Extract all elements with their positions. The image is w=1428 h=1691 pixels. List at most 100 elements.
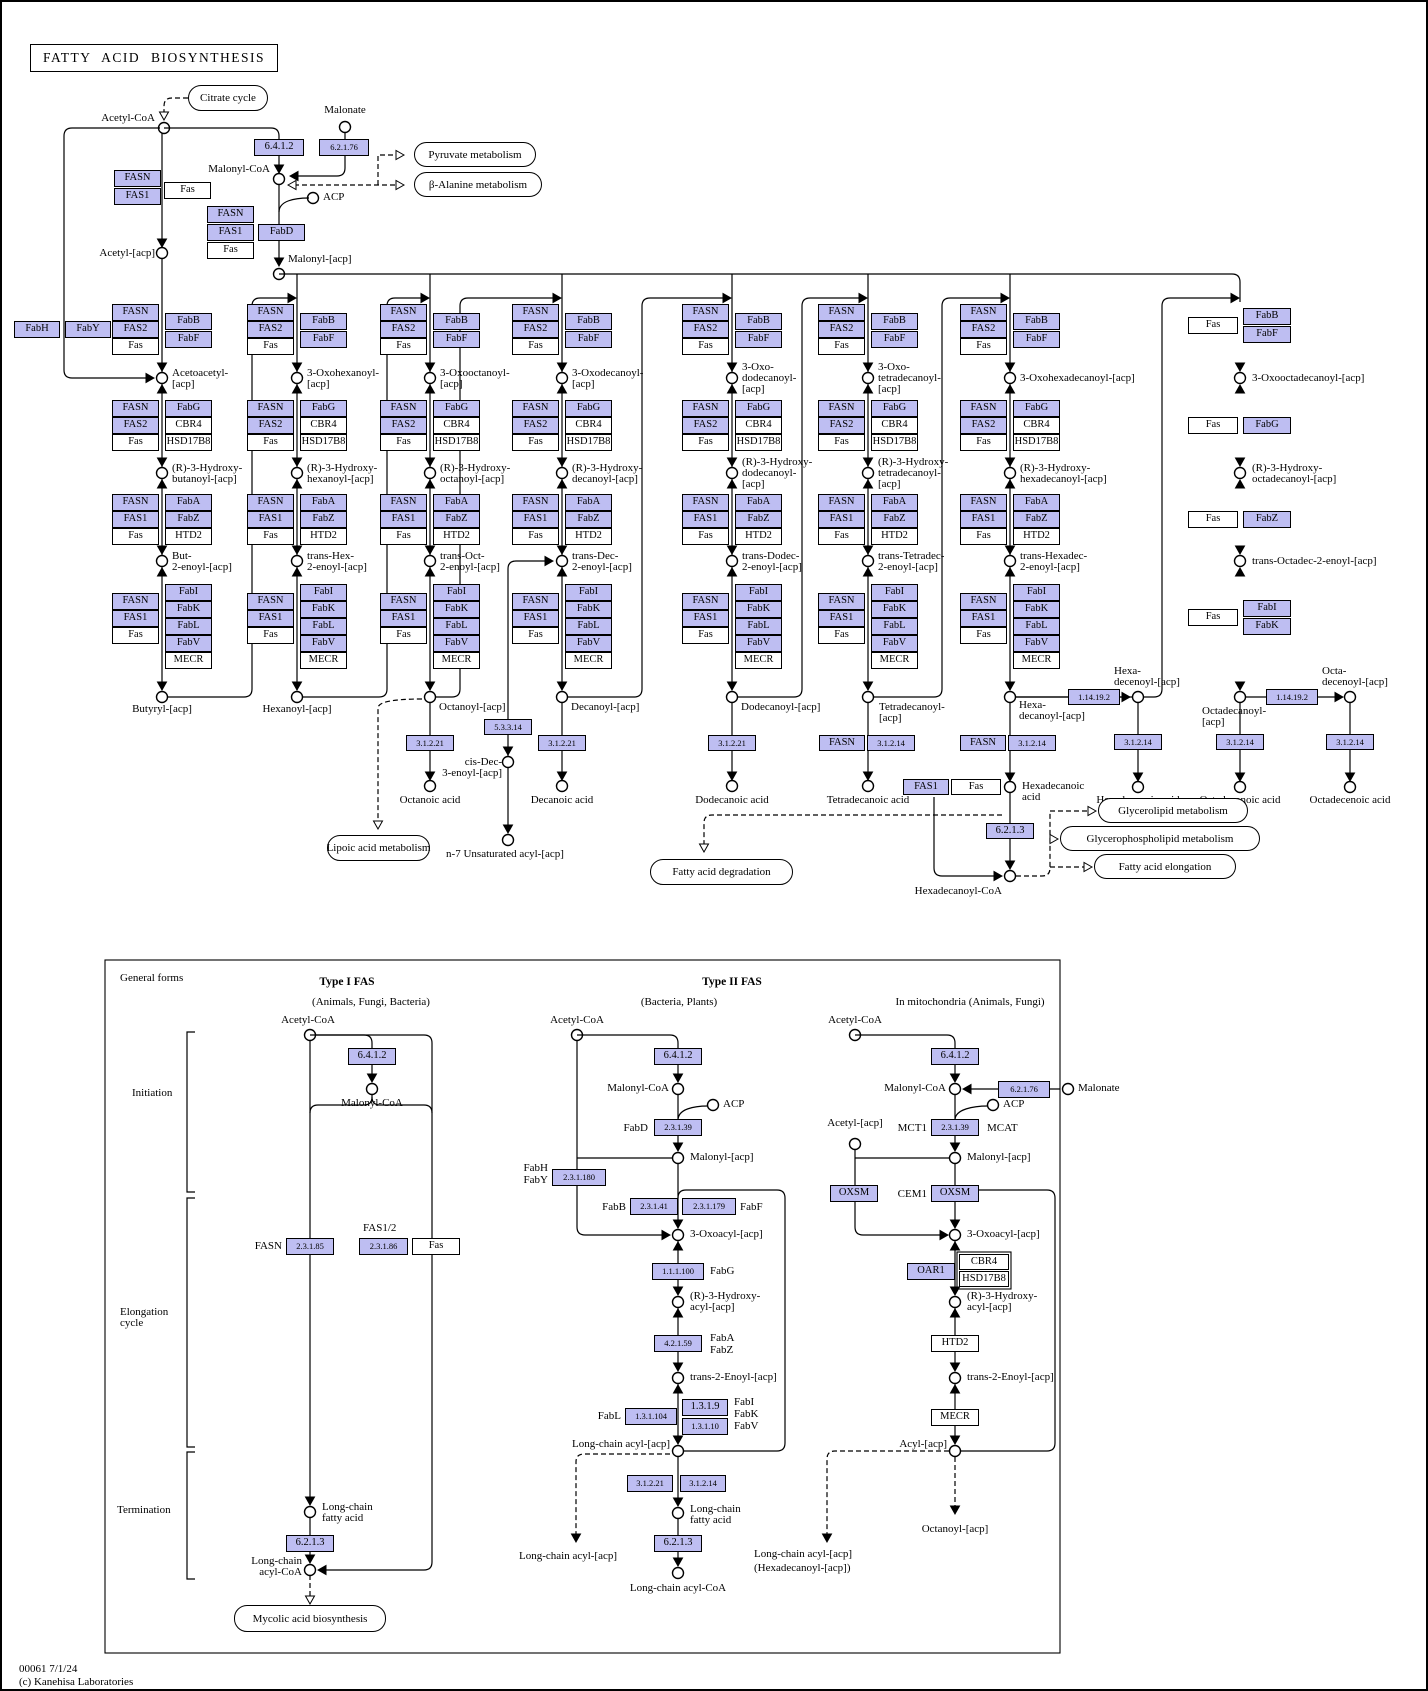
enzyme-box-hsd17b8[interactable]: HSD17B8 [735, 434, 782, 451]
enzyme-box-3-1-2-14[interactable]: 3.1.2.14 [1114, 734, 1162, 750]
enzyme-box-2-3-1-39[interactable]: 2.3.1.39 [931, 1119, 979, 1136]
enzyme-box-fabv[interactable]: FabV [165, 635, 212, 652]
pathway-link-lipoic-acid-metabolism[interactable]: Lipoic acid metabolism [327, 835, 430, 861]
enzyme-box-fas[interactable]: Fas [818, 338, 865, 355]
enzyme-box-fasn[interactable]: FASN [512, 494, 559, 511]
enzyme-box-fas[interactable]: Fas [412, 1238, 460, 1255]
enzyme-box-fasn[interactable]: FASN [818, 400, 865, 417]
enzyme-box-fabz[interactable]: FabZ [165, 511, 212, 528]
enzyme-box-fas[interactable]: Fas [512, 528, 559, 545]
enzyme-box-fabi[interactable]: FabI [735, 584, 782, 601]
compound-node[interactable] [671, 1444, 685, 1458]
compound-node[interactable] [1343, 780, 1357, 794]
compound-node[interactable] [986, 1098, 1000, 1112]
compound-node[interactable] [1343, 690, 1357, 704]
enzyme-box-fas[interactable]: Fas [512, 338, 559, 355]
enzyme-box-fas1[interactable]: FAS1 [112, 511, 159, 528]
enzyme-box-fabz[interactable]: FabZ [1243, 511, 1291, 528]
compound-node[interactable] [948, 1444, 962, 1458]
enzyme-box-fasn[interactable]: FASN [512, 400, 559, 417]
enzyme-box-fas[interactable]: Fas [112, 338, 159, 355]
enzyme-box-1-14-19-2[interactable]: 1.14.19.2 [1266, 689, 1318, 705]
compound-node[interactable] [501, 755, 515, 769]
enzyme-box-3-1-2-14[interactable]: 3.1.2.14 [680, 1475, 726, 1492]
enzyme-box-fas[interactable]: Fas [512, 434, 559, 451]
enzyme-box-fas1[interactable]: FAS1 [682, 610, 729, 627]
compound-node[interactable] [1003, 371, 1017, 385]
compound-node[interactable] [290, 690, 304, 704]
compound-node[interactable] [155, 690, 169, 704]
enzyme-box-faba[interactable]: FabA [871, 494, 918, 511]
enzyme-box-fabg[interactable]: FabG [1243, 417, 1291, 434]
enzyme-box-fabk[interactable]: FabK [735, 601, 782, 618]
enzyme-box-fas[interactable]: Fas [164, 182, 211, 199]
compound-node[interactable] [365, 1082, 379, 1096]
compound-node[interactable] [290, 466, 304, 480]
enzyme-box-fabz[interactable]: FabZ [735, 511, 782, 528]
enzyme-box-fasn[interactable]: FASN [207, 206, 254, 223]
enzyme-box-fas2[interactable]: FAS2 [112, 417, 159, 434]
enzyme-box-fas[interactable]: Fas [207, 242, 254, 259]
enzyme-box-6-4-1-2[interactable]: 6.4.1.2 [254, 139, 304, 156]
enzyme-box-fasn[interactable]: FASN [380, 304, 427, 321]
enzyme-box-6-2-1-76[interactable]: 6.2.1.76 [319, 139, 369, 156]
enzyme-box-fabl[interactable]: FabL [735, 618, 782, 635]
enzyme-box-mecr[interactable]: MECR [565, 652, 612, 669]
compound-node[interactable] [861, 779, 875, 793]
enzyme-box-oxsm[interactable]: OXSM [830, 1185, 878, 1202]
enzyme-box-fas[interactable]: Fas [380, 434, 427, 451]
enzyme-box-fabi[interactable]: FabI [565, 584, 612, 601]
enzyme-box-cbr4[interactable]: CBR4 [565, 417, 612, 434]
enzyme-box-htd2[interactable]: HTD2 [565, 528, 612, 545]
enzyme-box-fabi[interactable]: FabI [1013, 584, 1060, 601]
compound-node[interactable] [1003, 780, 1017, 794]
enzyme-box-faba[interactable]: FabA [1013, 494, 1060, 511]
compound-node[interactable] [1233, 466, 1247, 480]
enzyme-box-fasn[interactable]: FASN [112, 400, 159, 417]
enzyme-box-fas[interactable]: Fas [112, 434, 159, 451]
enzyme-box-6-2-1-76[interactable]: 6.2.1.76 [998, 1081, 1050, 1098]
enzyme-box-hsd17b8[interactable]: HSD17B8 [1013, 434, 1060, 451]
pathway-link-mycolic-acid-biosynthesis[interactable]: Mycolic acid biosynthesis [234, 1605, 386, 1632]
enzyme-box-fas[interactable]: Fas [112, 627, 159, 644]
enzyme-box-fabi[interactable]: FabI [871, 584, 918, 601]
enzyme-box-4-2-1-59[interactable]: 4.2.1.59 [654, 1335, 702, 1352]
enzyme-box-fabz[interactable]: FabZ [300, 511, 347, 528]
enzyme-box-1-14-19-2[interactable]: 1.14.19.2 [1068, 689, 1120, 705]
enzyme-box-fas[interactable]: Fas [951, 779, 1001, 795]
enzyme-box-fabb[interactable]: FabB [165, 313, 212, 330]
compound-node[interactable] [948, 1228, 962, 1242]
compound-node[interactable] [155, 554, 169, 568]
pathway-link-glycerolipid-metabolism[interactable]: Glycerolipid metabolism [1098, 798, 1248, 823]
pathway-link-glycerophospholipid-metabolism[interactable]: Glycerophospholipid metabolism [1060, 826, 1260, 851]
enzyme-box-fabh[interactable]: FabH [14, 321, 60, 338]
enzyme-box-fas2[interactable]: FAS2 [512, 417, 559, 434]
enzyme-box-2-3-1-39[interactable]: 2.3.1.39 [654, 1119, 702, 1136]
enzyme-box-fabk[interactable]: FabK [871, 601, 918, 618]
enzyme-box-6-2-1-3[interactable]: 6.2.1.3 [286, 1535, 334, 1552]
enzyme-box-fabk[interactable]: FabK [565, 601, 612, 618]
enzyme-box-hsd17b8[interactable]: HSD17B8 [433, 434, 480, 451]
enzyme-box-mecr[interactable]: MECR [931, 1409, 979, 1426]
enzyme-box-3-1-2-14[interactable]: 3.1.2.14 [1326, 734, 1374, 750]
compound-node[interactable] [725, 466, 739, 480]
enzyme-box-fas2[interactable]: FAS2 [380, 321, 427, 338]
enzyme-box-hsd17b8[interactable]: HSD17B8 [871, 434, 918, 451]
enzyme-box-fas[interactable]: Fas [380, 528, 427, 545]
enzyme-box-fas2[interactable]: FAS2 [682, 417, 729, 434]
enzyme-box-fasn[interactable]: FASN [960, 400, 1007, 417]
enzyme-box-fas1[interactable]: FAS1 [512, 610, 559, 627]
enzyme-box-fabi[interactable]: FabI [165, 584, 212, 601]
compound-node[interactable] [1003, 869, 1017, 883]
enzyme-box-fabb[interactable]: FabB [565, 313, 612, 330]
enzyme-box-fas1[interactable]: FAS1 [380, 511, 427, 528]
enzyme-box-oar1[interactable]: OAR1 [907, 1263, 955, 1280]
enzyme-box-fas[interactable]: Fas [818, 528, 865, 545]
enzyme-box-1-3-1-9[interactable]: 1.3.1.9 [682, 1399, 728, 1416]
enzyme-box-6-4-1-2[interactable]: 6.4.1.2 [654, 1048, 702, 1065]
compound-node[interactable] [948, 1371, 962, 1385]
enzyme-box-htd2[interactable]: HTD2 [735, 528, 782, 545]
enzyme-box-cbr4[interactable]: CBR4 [433, 417, 480, 434]
enzyme-box-fabl[interactable]: FabL [300, 618, 347, 635]
enzyme-box-fasn[interactable]: FASN [682, 593, 729, 610]
